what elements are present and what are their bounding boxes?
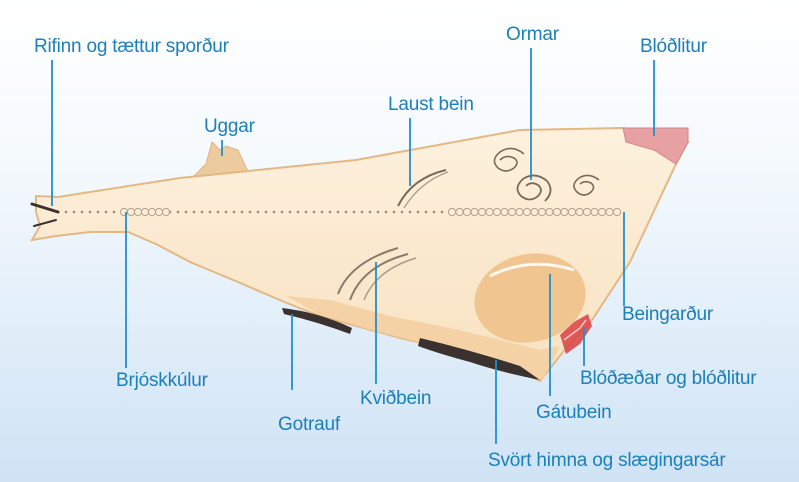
spine-dot: [337, 211, 340, 214]
spine-dot: [329, 211, 332, 214]
spine-dot: [369, 211, 372, 214]
label-kvidbein: Kviðbein: [360, 388, 431, 410]
spine-dot: [177, 211, 180, 214]
spine-dot: [313, 211, 316, 214]
spine-dot: [113, 211, 116, 214]
label-ormar: Ormar: [506, 24, 559, 46]
spine-dot: [345, 211, 348, 214]
spine-dot: [81, 211, 84, 214]
spine-dot: [361, 211, 364, 214]
label-blodaedar: Blóðæðar og blóðlitur: [580, 368, 756, 390]
spine-dot: [289, 211, 292, 214]
spine-dot: [417, 211, 420, 214]
spine-dot: [321, 211, 324, 214]
label-beingardur: Beingarður: [622, 304, 713, 326]
spine-dot: [353, 211, 356, 214]
spine-dot: [273, 211, 276, 214]
spine-dot: [377, 211, 380, 214]
spine-dot: [425, 211, 428, 214]
spine-dot: [201, 211, 204, 214]
spine-dot: [257, 211, 260, 214]
spine-dot: [89, 211, 92, 214]
label-svort-himna: Svört himna og slægingarsár: [488, 450, 726, 472]
spine-dot: [217, 211, 220, 214]
spine-dot: [241, 211, 244, 214]
spine-dot: [265, 211, 268, 214]
spine-dot: [193, 211, 196, 214]
spine-dot: [65, 211, 68, 214]
spine-dot: [73, 211, 76, 214]
label-uggar: Uggar: [204, 116, 255, 138]
label-gotrauf: Gotrauf: [278, 414, 340, 436]
label-brjoskkulur: Brjóskkúlur: [116, 370, 208, 392]
spine-dot: [433, 211, 436, 214]
label-blodlitur: Blóðlitur: [640, 36, 707, 58]
spine-dot: [233, 211, 236, 214]
spine-dot: [441, 211, 444, 214]
spine-dot: [297, 211, 300, 214]
label-gatubein: Gátubein: [536, 402, 612, 424]
spine-dot: [249, 211, 252, 214]
spine-dot: [225, 211, 228, 214]
spine-dot: [305, 211, 308, 214]
spine-dot: [105, 211, 108, 214]
spine-dot: [97, 211, 100, 214]
spine-dot: [401, 211, 404, 214]
spine-dot: [385, 211, 388, 214]
spine-dot: [209, 211, 212, 214]
label-laust-bein: Laust bein: [388, 94, 474, 116]
spine-dot: [281, 211, 284, 214]
spine-dot: [393, 211, 396, 214]
spine-dot: [409, 211, 412, 214]
spine-dot: [185, 211, 188, 214]
label-rifinn: Rifinn og tættur sporður: [34, 36, 229, 58]
